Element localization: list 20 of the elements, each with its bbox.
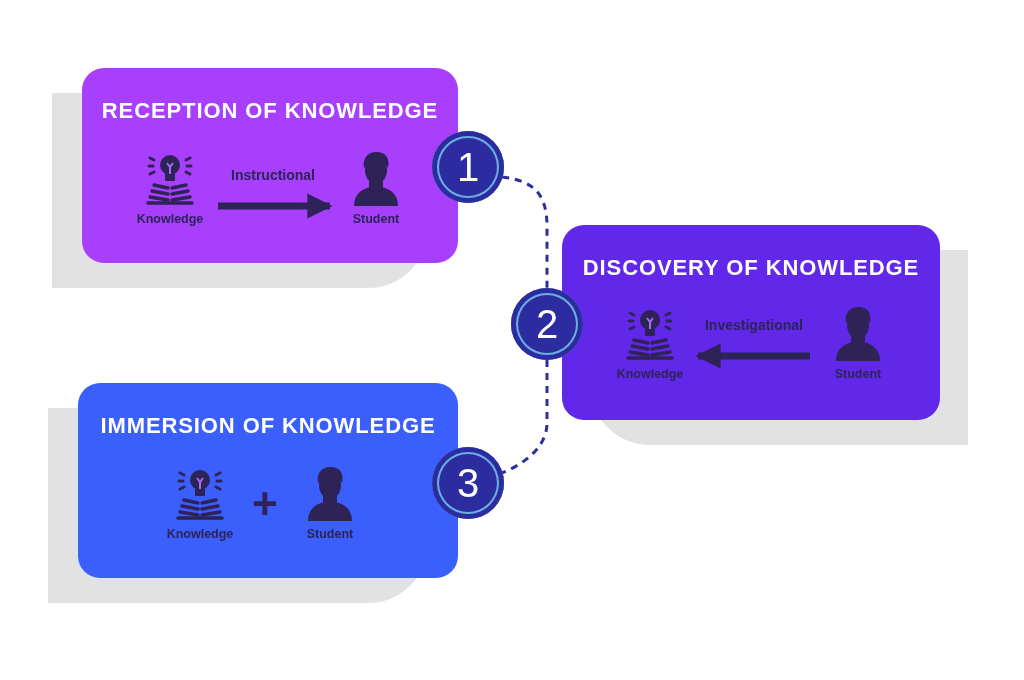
icon-caption: Student	[352, 212, 400, 226]
card-heading: RECEPTION OF KNOWLEDGE	[100, 98, 440, 124]
card-heading: IMMERSION OF KNOWLEDGE	[99, 413, 437, 439]
icon-caption: Knowledge	[136, 212, 204, 226]
icon-caption: Student	[834, 367, 882, 381]
icon-caption: Knowledge	[166, 527, 234, 541]
section-card	[82, 68, 458, 263]
dashed-connector	[501, 175, 549, 288]
step-number-circle: 2	[511, 288, 583, 360]
edge-label: Investigational	[705, 317, 803, 333]
step-number-circle: 3	[432, 447, 504, 519]
section-card	[78, 383, 458, 578]
card-heading: DISCOVERY OF KNOWLEDGE	[581, 255, 921, 281]
edge-label: Instructional	[231, 167, 315, 183]
step-number-circle: 1	[432, 131, 504, 203]
icon-caption: Student	[306, 527, 354, 541]
section-card	[562, 225, 940, 420]
icon-caption: Knowledge	[616, 367, 684, 381]
dashed-connector	[501, 360, 549, 475]
plus-sign: +	[252, 482, 278, 526]
